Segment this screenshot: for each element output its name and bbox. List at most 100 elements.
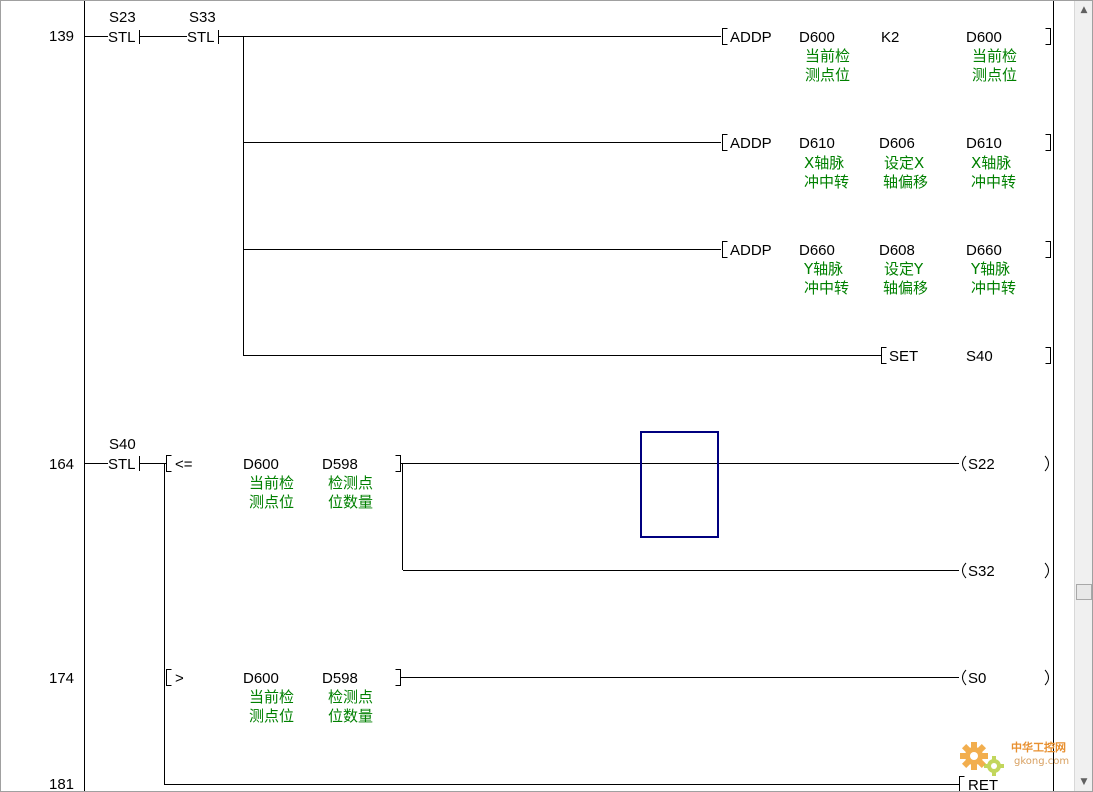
coil-right-paren [1044,669,1049,686]
device-comment: 设定Y [884,260,924,278]
coil-s22[interactable]: S22 [962,455,1049,473]
instruction-left-bracket [722,28,728,45]
instruction-right-bracket [1045,241,1051,258]
gear-icon [960,742,1004,776]
contact-device-label: S40 [109,436,136,453]
instruction-op: ADDP [730,29,772,46]
operand-device: D598 [322,670,358,687]
device-comment: 测点位 [249,493,294,511]
device-comment: 测点位 [972,66,1017,84]
coil-device: S0 [968,670,986,687]
instruction-left-bracket [722,134,728,151]
scroll-down-arrow-icon[interactable]: ▼ [1080,777,1088,787]
device-comment: 冲中转 [971,279,1016,297]
device-comment: 轴偏移 [883,173,928,191]
compare-right-bracket [395,455,401,472]
device-comment: X轴脉 [804,154,844,172]
device-comment: 位数量 [328,707,373,725]
coil-left-paren [962,455,967,472]
compare-right-bracket [395,669,401,686]
compare-block[interactable]: > D600 当前检 测点位 D598 检测点 位数量 [166,669,401,726]
device-comment: 冲中转 [971,173,1016,191]
ladder-diagram: 139 S23 S33 STL STL ADDP D600 当前检 测点位 K2… [49,1,1054,792]
instruction-left-bracket [881,347,887,364]
device-comment: 当前检 [972,47,1017,65]
step-number: 174 [49,670,74,687]
instruction-block[interactable]: ADDP D660 Y轴脉 冲中转 D608 设定Y 轴偏移 D660 Y轴脉 … [722,241,1051,298]
instruction-left-bracket [959,776,965,791]
stl-contact[interactable]: STL [108,456,140,473]
coil-device: S22 [968,456,995,473]
instruction-right-bracket [1045,134,1051,151]
watermark: 中华工控网 gkong.com [956,734,1076,784]
device-comment: 测点位 [805,66,850,84]
instruction-block[interactable]: ADDP D600 当前检 测点位 K2 D600 当前检 测点位 [722,28,1051,85]
operand-device: D660 [966,242,1002,259]
instruction-right-bracket [1045,347,1051,364]
device-comment: 当前检 [249,474,294,492]
instruction-left-bracket [722,241,728,258]
coil-left-paren [962,562,967,579]
edit-cursor[interactable] [640,431,719,538]
contact-device-label: S23 [109,9,136,26]
instruction-op: RET [968,777,998,791]
operand-device: D600 [966,29,1002,46]
contact-type-label: STL [187,29,215,46]
coil-right-paren [1044,562,1049,579]
step-number: 164 [49,456,74,473]
compare-left-bracket [166,669,172,686]
device-comment: 冲中转 [804,173,849,191]
compare-op: > [175,670,184,687]
compare-block[interactable]: <= D600 当前检 测点位 D598 检测点 位数量 [166,455,401,512]
operand-device: D606 [879,135,915,152]
operand-device: D610 [966,135,1002,152]
operand-device: D600 [799,29,835,46]
instruction-block[interactable]: ADDP D610 X轴脉 冲中转 D606 设定X 轴偏移 D610 X轴脉 … [722,134,1051,192]
compare-op: <= [175,456,193,473]
contact-device-label: S33 [189,9,216,26]
device-comment: 检测点 [328,688,373,706]
device-comment: 当前检 [249,688,294,706]
device-comment: 测点位 [249,707,294,725]
operand-device: D610 [799,135,835,152]
instruction-op: ADDP [730,242,772,259]
vertical-scrollbar[interactable]: ▲ ▼ [1074,1,1092,791]
device-comment: 位数量 [328,493,373,511]
operand-device: K2 [881,29,899,46]
coil-device: S32 [968,563,995,580]
device-comment: 轴偏移 [883,279,928,297]
set-instruction-block[interactable]: SET S40 [881,347,1051,366]
stl-contact[interactable]: STL [108,29,140,46]
compare-left-bracket [166,455,172,472]
device-comment: Y轴脉 [803,260,843,278]
coil-right-paren [1044,455,1049,472]
step-number: 181 [49,776,74,791]
operand-device: D660 [799,242,835,259]
contact-type-label: STL [108,29,136,46]
operand-device: S40 [966,348,993,365]
device-comment: 检测点 [328,474,373,492]
instruction-op: ADDP [730,135,772,152]
instruction-right-bracket [1045,28,1051,45]
stl-contact[interactable]: STL [187,29,219,46]
operand-device: D600 [243,456,279,473]
ret-instruction-block[interactable]: RET [959,776,999,792]
step-number: 139 [49,28,74,45]
device-comment: Y轴脉 [970,260,1010,278]
instruction-op: SET [889,348,918,365]
coil-left-paren [962,669,967,686]
watermark-text: 中华工控网 [1011,741,1066,754]
operand-device: D600 [243,670,279,687]
contact-type-label: STL [108,456,136,473]
device-comment: 设定X [884,154,924,172]
scrollbar-thumb[interactable] [1076,584,1092,600]
operand-device: D608 [879,242,915,259]
scroll-up-arrow-icon[interactable]: ▲ [1080,5,1088,15]
operand-device: D598 [322,456,358,473]
device-comment: 当前检 [805,47,850,65]
device-comment: 冲中转 [804,279,849,297]
device-comment: X轴脉 [971,154,1011,172]
coil-s32[interactable]: S32 [962,562,1049,580]
coil-s0[interactable]: S0 [962,669,1049,687]
